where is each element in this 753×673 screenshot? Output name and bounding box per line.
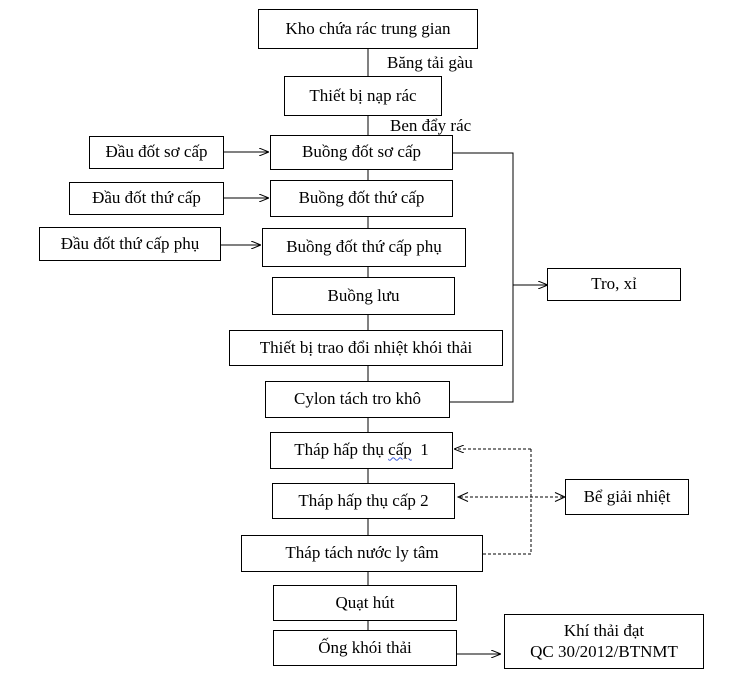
exhaust-fan-box: Quạt hút [273,585,457,621]
retention-chamber-box: Buồng lưu [272,277,455,315]
primary-burner-box: Đầu đốt sơ cấp [89,136,224,169]
ash-label: Tro, xỉ [591,274,637,294]
retention-chamber-label: Buồng lưu [327,285,400,305]
primary-chamber-box: Buồng đốt sơ cấp [270,135,453,170]
loader-label: Thiết bị nạp rác [309,85,417,105]
emission-line2: QC 30/2012/BTNMT [530,641,678,661]
loader-box: Thiết bị nạp rác [284,76,442,116]
aux-secondary-chamber-box: Buồng đốt thứ cấp phụ [262,228,466,267]
secondary-chamber-box: Buồng đốt thứ cấp [270,180,453,217]
primary-burner-label: Đầu đốt sơ cấp [105,142,208,162]
heat-exchanger-box: Thiết bị trao đổi nhiệt khói thải [229,330,503,366]
secondary-burner-label: Đầu đốt thứ cấp [92,188,201,208]
primary-chamber-label: Buồng đốt sơ cấp [301,142,421,162]
exhaust-fan-label: Quạt hút [335,592,395,612]
absorber2-label: Tháp hấp thụ cấp 2 [298,490,429,510]
ash-box: Tro, xỉ [547,268,681,301]
absorber1-label: Tháp hấp thụ cấp 1 [294,440,429,460]
aux-secondary-burner-box: Đầu đốt thứ cấp phụ [39,227,221,261]
storage-box: Kho chứa rác trung gian [258,9,478,49]
absorber2-box: Tháp hấp thụ cấp 2 [272,483,455,519]
absorber1-text: Tháp hấp thụ [294,440,389,460]
heat-exchanger-label: Thiết bị trao đổi nhiệt khói thải [259,337,473,357]
absorber1-box: Tháp hấp thụ cấp 1 [270,432,453,469]
centrifugal-separator-box: Tháp tách nước ly tâm [241,535,483,572]
chimney-box: Ống khói thải [273,630,457,666]
cyclone-box: Cylon tách tro khô [265,381,450,418]
aux-secondary-burner-label: Đầu đốt thứ cấp phụ [60,233,200,253]
aux-secondary-chamber-label: Buồng đốt thứ cấp phụ [286,237,442,257]
ash-collection-line [450,152,514,403]
cooling-tank-box: Bể giải nhiệt [565,479,689,515]
cooling-tank-label: Bể giải nhiệt [583,486,671,506]
emission-box: Khí thải đạt QC 30/2012/BTNMT [504,614,704,669]
storage-label: Kho chứa rác trung gian [285,18,451,38]
cyclone-label: Cylon tách tro khô [293,389,421,409]
centrifugal-separator-label: Tháp tách nước ly tâm [285,543,439,563]
secondary-chamber-label: Buồng đốt thứ cấp [298,188,425,208]
arrow-head-absorber2-left [456,492,469,502]
emission-line1: Khí thải đạt [563,621,645,641]
absorber1-word: cấp [388,440,412,460]
chimney-label: Ống khói thải [318,637,412,657]
absorber1-number: 1 [411,440,429,460]
ram-feeder-label: Ben đẩy rác [390,116,472,135]
bucket-conveyor-label: Băng tải gàu [387,53,473,72]
secondary-burner-box: Đầu đốt thứ cấp [69,182,224,215]
